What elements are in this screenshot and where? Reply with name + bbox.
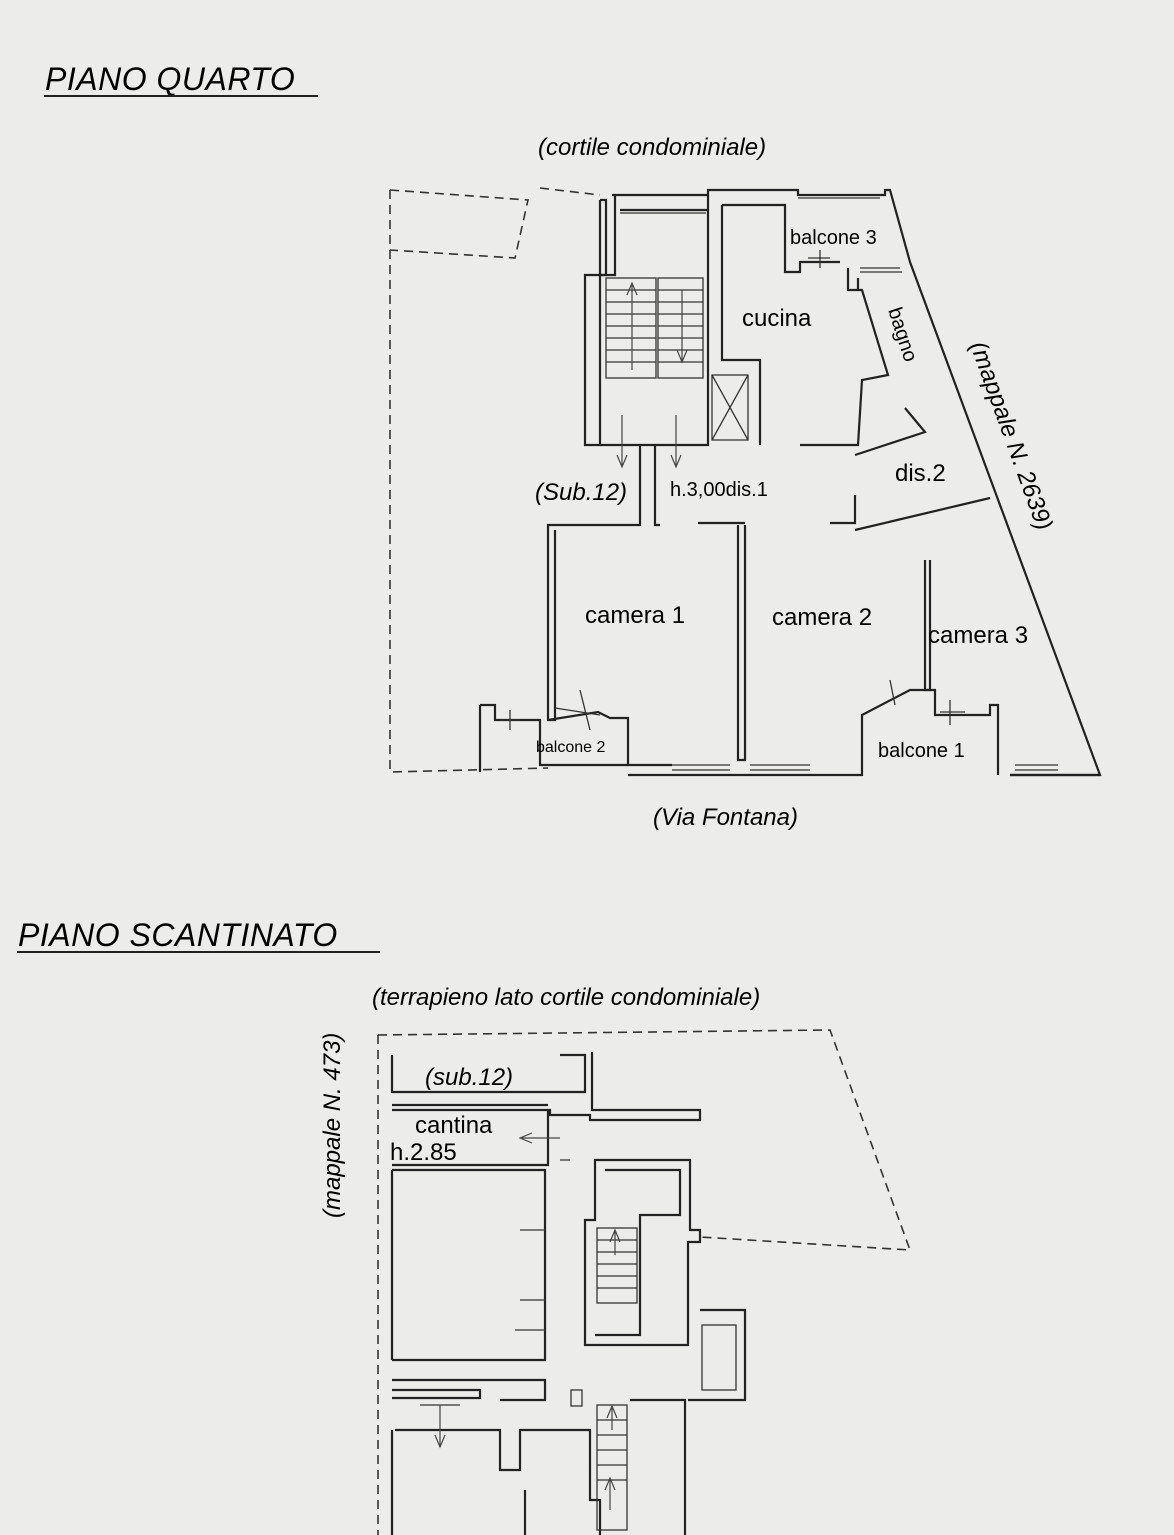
basement-room-sub12: (sub.12) bbox=[425, 1064, 513, 1091]
room-height-dis1: h.3,00dis.1 bbox=[670, 479, 768, 501]
basement-neighbour-outline bbox=[377, 1029, 912, 1535]
room-sub12: (Sub.12) bbox=[535, 479, 627, 506]
fourth-north-label: (cortile condominiale) bbox=[538, 134, 766, 161]
room-dis-2: dis.2 bbox=[895, 460, 946, 487]
room-bagno: bagno bbox=[883, 305, 921, 365]
room-camera-1: camera 1 bbox=[585, 602, 685, 629]
basement-walls bbox=[390, 1052, 747, 1535]
fourth-apartment-walls bbox=[478, 188, 1102, 777]
fourth-south-label: (Via Fontana) bbox=[653, 804, 798, 831]
room-camera-2: camera 2 bbox=[772, 604, 872, 631]
basement-room-cantina: cantina bbox=[415, 1112, 493, 1139]
room-balcone-3: balcone 3 bbox=[790, 227, 877, 249]
basement-arrows bbox=[434, 1132, 621, 1510]
basement-title: PIANO SCANTINATO bbox=[18, 917, 338, 953]
basement-north-label: (terrapieno lato cortile condominiale) bbox=[372, 984, 760, 1011]
fourth-east-label: (mappale N. 2639) bbox=[964, 338, 1057, 534]
fourth-stair-arrows bbox=[500, 250, 965, 731]
room-balcone-2: balcone 2 bbox=[536, 739, 605, 756]
basement-west-label: (mappale N. 473) bbox=[319, 1033, 346, 1218]
room-camera-3: camera 3 bbox=[928, 622, 1028, 649]
room-cucina: cucina bbox=[742, 305, 812, 332]
basement-room-height: h.2.85 bbox=[390, 1139, 457, 1166]
room-balcone-1: balcone 1 bbox=[878, 740, 965, 762]
fourth-floor-title: PIANO QUARTO bbox=[45, 61, 295, 97]
fourth-neighbour-outline bbox=[389, 187, 601, 773]
